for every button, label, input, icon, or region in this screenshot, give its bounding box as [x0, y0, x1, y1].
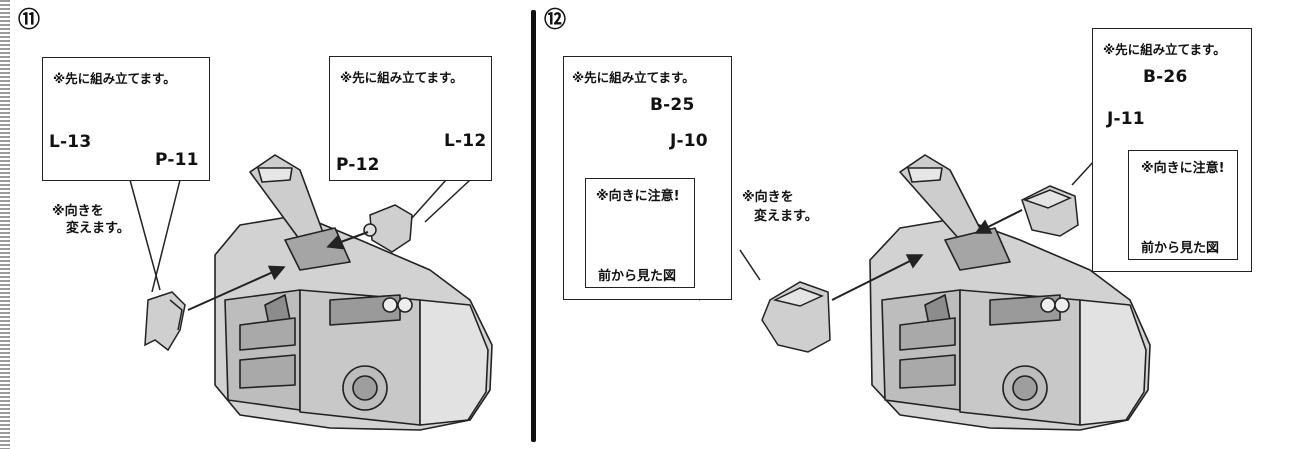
- step-number-12: ⑫: [544, 8, 567, 33]
- callout-left-step11: ※先に組み立てます。 L-13 P-11: [42, 57, 210, 181]
- part-label-l12: L-12: [444, 131, 487, 151]
- orientation-note-line1: ※向きを: [52, 204, 104, 219]
- part-b26-assembly-loose: [1021, 185, 1079, 237]
- orientation-note-line1: ※向きを: [742, 190, 794, 205]
- part-b25-assembly-loose: [761, 281, 831, 353]
- page-edge-pattern: [0, 0, 10, 449]
- step-number-11: ⑪: [18, 8, 41, 33]
- main-body-step11: [214, 154, 493, 431]
- caution-box-right: ※向きに注意! 前から見た図: [1128, 150, 1238, 260]
- orientation-note-line2: 変えます。: [754, 209, 818, 224]
- step-divider: [531, 10, 536, 442]
- part-label-p12: P-12: [336, 155, 380, 175]
- callout-note: ※先に組み立てます。: [572, 70, 695, 85]
- caution-note: ※向きに注意!: [1141, 161, 1225, 176]
- caution-note: ※向きに注意!: [596, 189, 680, 204]
- callout-note: ※先に組み立てます。: [53, 71, 176, 86]
- part-label-j10: J-10: [670, 131, 708, 151]
- caution-box-left: ※向きに注意! 前から見た図: [585, 178, 695, 288]
- part-label-b26: B-26: [1143, 67, 1188, 87]
- main-body-step12: [869, 154, 1151, 431]
- orientation-note-line2: 変えます。: [66, 221, 130, 236]
- part-label-b25: B-25: [650, 95, 695, 115]
- callout-note: ※先に組み立てます。: [1103, 42, 1226, 57]
- callout-note: ※先に組み立てます。: [340, 70, 463, 85]
- front-view-caption: 前から見た図: [598, 269, 677, 284]
- callout-left-tail: [151, 179, 181, 293]
- callout-right-step11: ※先に組み立てます。 P-12 L-12: [329, 56, 492, 181]
- part-left-loose: [144, 291, 186, 352]
- part-label-l13: L-13: [49, 132, 92, 152]
- part-label-j11: J-11: [1107, 109, 1145, 129]
- front-view-caption: 前から見た図: [1141, 241, 1220, 256]
- part-label-p11: P-11: [155, 150, 199, 170]
- callout-right-tail: [411, 179, 447, 219]
